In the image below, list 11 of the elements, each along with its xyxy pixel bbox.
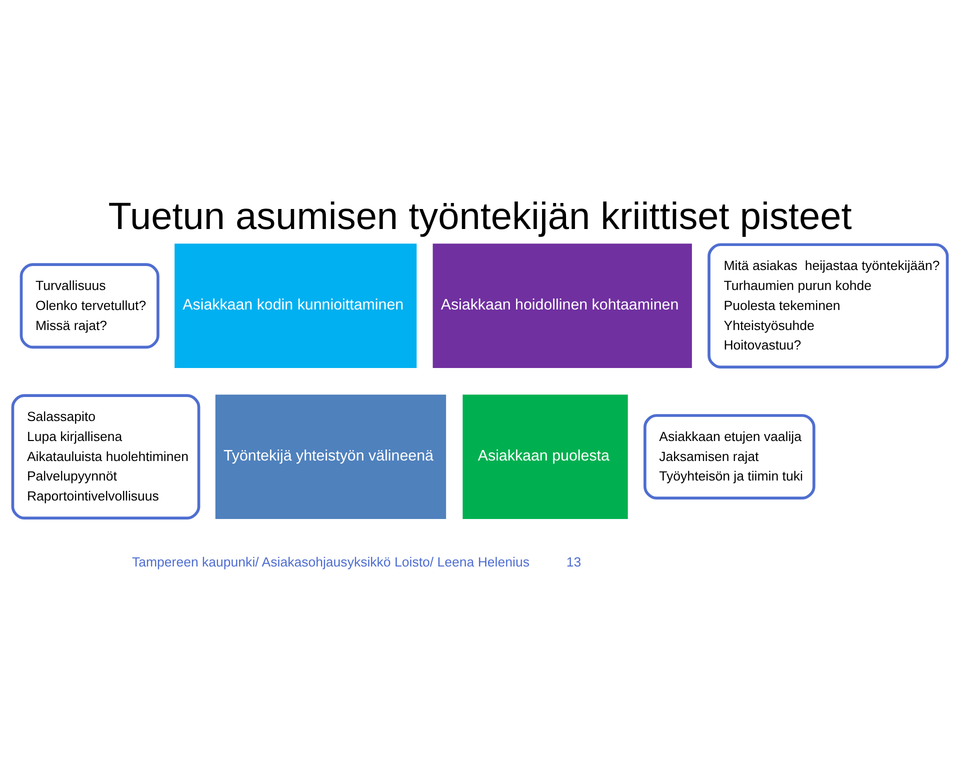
- node-box: Mitä asiakas heijastaa työntekijään? Turhaumien purun kohde Puolesta tekeminen Yhteistyösuhde Hoitovastuu?: [708, 243, 949, 369]
- node-box: Turvallisuus Olenko tervetullut? Missä rajat?: [20, 263, 160, 349]
- node-box: Asiakkaan hoidollinen kohtaaminen: [432, 244, 692, 368]
- label: 13: [566, 554, 582, 570]
- node-box: Asiakkaan puolesta: [462, 394, 628, 519]
- node-box: Asiakkaan etujen vaalija Jaksamisen rajat Työyhteisön ja tiimin tuki: [644, 414, 816, 500]
- node-box: Asiakkaan kodin kunnioittaminen: [174, 244, 417, 368]
- diagram-title: Tuetun asumisen työntekijän kriittiset pisteet: [108, 196, 852, 238]
- label: Tampereen kaupunki/ Asiakasohjausyksikkö Loisto/ Leena Helenius: [132, 554, 530, 570]
- node-box: Työntekijä yhteistyön välineenä: [215, 394, 446, 519]
- node-box: Salassapito Lupa kirjallisena Aikatauluista huolehtiminen Palvelupyynnöt Raportointivelvollisuus: [11, 394, 200, 520]
